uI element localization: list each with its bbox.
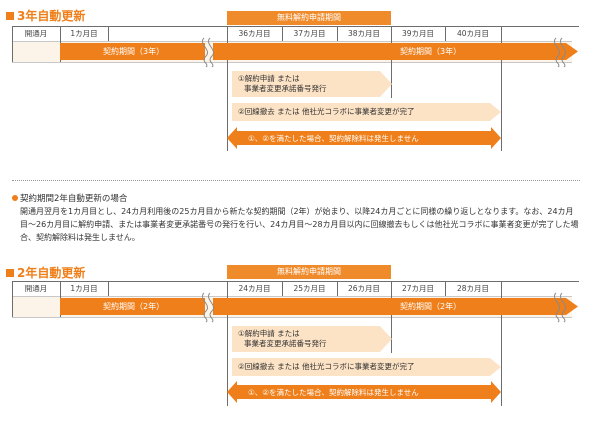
waiver-label: ①、②を満たした場合、契約解除料は発生しません bbox=[248, 134, 419, 143]
contract-period-label: 契約期間（3年） bbox=[400, 47, 462, 56]
month-divider bbox=[108, 26, 109, 41]
month-cell: 1カ月目 bbox=[70, 284, 98, 293]
omission-wave-icon bbox=[208, 292, 214, 323]
month-cell: 1カ月目 bbox=[70, 29, 98, 38]
section-title-text: 3年自動更新 bbox=[17, 9, 86, 23]
square-bullet-icon bbox=[6, 12, 14, 20]
step1-label-line1: ①解約申請 または bbox=[238, 329, 300, 338]
month-cell: 28カ月目 bbox=[456, 284, 490, 293]
month-divider bbox=[282, 26, 283, 41]
contract-bar-right bbox=[213, 43, 578, 60]
header-top-line bbox=[12, 281, 579, 282]
section-divider bbox=[12, 180, 580, 181]
application-end-line bbox=[391, 281, 392, 353]
month-divider bbox=[337, 26, 338, 41]
note-body: 開通月翌月を1カ月目とし、24カ月利用後の25カ月目から新たな契約期間（2年）が… bbox=[20, 207, 579, 242]
contract-bar-left bbox=[60, 298, 205, 315]
omission-wave-icon bbox=[560, 37, 566, 68]
waiver-double-arrow bbox=[227, 127, 501, 149]
contract-period-label: 契約期間（2年） bbox=[103, 302, 165, 311]
header-top-line bbox=[12, 26, 579, 27]
omission-wave-icon bbox=[202, 292, 208, 323]
month-cell: 26カ月目 bbox=[347, 284, 381, 293]
month-divider bbox=[445, 26, 446, 41]
contract-period-label: 契約期間（2年） bbox=[400, 302, 462, 311]
month-divider bbox=[445, 281, 446, 296]
omission-wave-icon bbox=[554, 37, 560, 68]
section-title: 2年自動更新 bbox=[6, 264, 85, 281]
completion-end-line bbox=[501, 281, 502, 406]
note-heading-text: 契約期間2年自動更新の場合 bbox=[20, 194, 128, 204]
contract-bar-right bbox=[213, 298, 578, 315]
month-divider bbox=[282, 281, 283, 296]
month-cell: 24カ月目 bbox=[238, 284, 271, 293]
month-divider bbox=[12, 281, 13, 317]
month-divider bbox=[337, 281, 338, 296]
omission-wave-icon bbox=[560, 292, 566, 323]
month-cell: 38カ月目 bbox=[347, 29, 381, 38]
period-start-line bbox=[227, 26, 228, 151]
square-bullet-icon bbox=[6, 269, 14, 277]
step2-arrow bbox=[232, 103, 501, 121]
period-start-line bbox=[227, 281, 228, 406]
month-cell: 36カ月目 bbox=[238, 29, 271, 38]
section-title: 3年自動更新 bbox=[6, 7, 85, 24]
section-title-text: 2年自動更新 bbox=[17, 266, 86, 280]
month-cell: 27カ月目 bbox=[401, 284, 435, 293]
waiver-double-arrow bbox=[227, 381, 501, 403]
free-cancellation-period-header: 無料解約申請期間 bbox=[227, 265, 391, 279]
step1-label-line2: 事業者変更承諾番号発行 bbox=[244, 84, 327, 93]
omission-wave-icon bbox=[202, 37, 208, 68]
step1-label-line1: ①解約申請 または bbox=[238, 74, 300, 83]
month-cell: 37カ月目 bbox=[293, 29, 326, 38]
omission-wave-icon bbox=[208, 37, 214, 68]
step1-arrow bbox=[232, 326, 392, 352]
month-divider bbox=[108, 281, 109, 296]
month-divider bbox=[12, 26, 13, 62]
step1-arrow bbox=[232, 71, 392, 97]
month-cell: 40カ月目 bbox=[456, 29, 490, 38]
step2-arrow bbox=[232, 358, 501, 376]
contract-period-label: 契約期間（3年） bbox=[103, 47, 165, 56]
step1-label-line2: 事業者変更承諾番号発行 bbox=[244, 339, 327, 348]
month-cell: 開通月 bbox=[24, 29, 48, 38]
application-end-line bbox=[391, 26, 392, 98]
step2-label: ②回線撤去 または 他社光コラボに事業者変更が完了 bbox=[238, 362, 415, 371]
contract-bar-left bbox=[60, 43, 205, 60]
month-cell: 開通月 bbox=[24, 284, 48, 293]
completion-end-line bbox=[501, 26, 502, 151]
month-cell: 25カ月目 bbox=[293, 284, 326, 293]
month-cell: 39カ月目 bbox=[401, 29, 435, 38]
step2-label: ②回線撤去 または 他社光コラボに事業者変更が完了 bbox=[238, 107, 415, 116]
free-cancellation-period-header: 無料解約申請期間 bbox=[227, 11, 391, 25]
omission-wave-icon bbox=[554, 292, 560, 323]
waiver-label: ①、②を満たした場合、契約解除料は発生しません bbox=[248, 388, 419, 397]
bullet-dot-icon bbox=[12, 195, 18, 201]
contract-bars-svg bbox=[60, 37, 578, 149]
note-heading: 契約期間2年自動更新の場合 bbox=[12, 192, 127, 204]
